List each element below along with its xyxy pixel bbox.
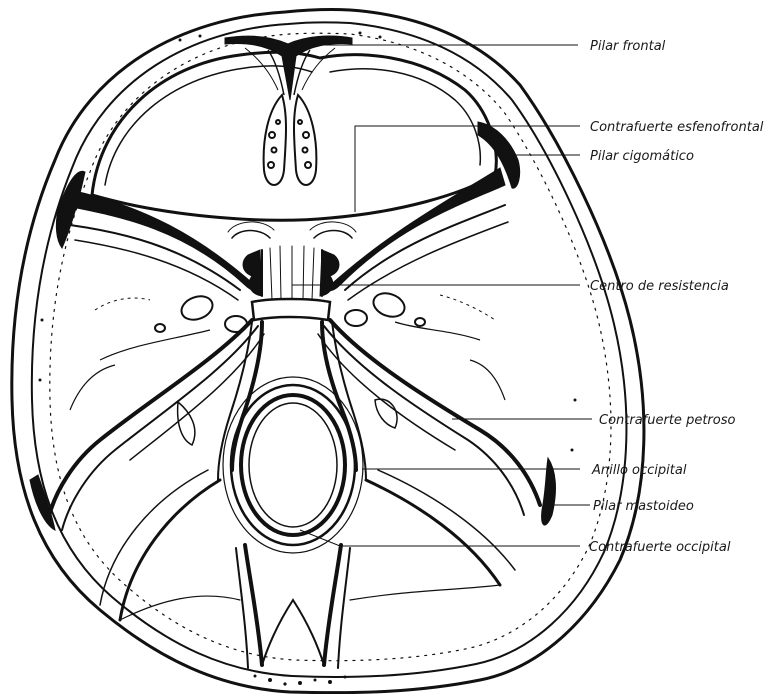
label-pilar-cigomatico: Pilar cigomático [590,149,694,164]
sella-turcica [228,222,356,320]
skull-outline [12,10,644,693]
label-contrafuerte-esfenofrontal: Contrafuerte esfenofrontal [590,120,764,135]
posterior-fossa [100,470,515,668]
label-contrafuerte-petroso: Contrafuerte petroso [599,413,735,428]
labels: Pilar frontal Contrafuerte esfenofrontal… [589,39,764,555]
foramen-magnum [223,377,363,553]
sphenoid-wings [62,168,508,300]
label-centro-resistencia: Centro de resistencia [590,279,729,294]
label-pilar-mastoideo: Pilar mastoideo [593,499,694,514]
cribriform-plates [264,95,317,185]
label-anillo-occipital: Anillo occipital [591,463,687,478]
label-pilar-frontal: Pilar frontal [590,39,666,54]
label-contrafuerte-occipital: Contrafuerte occipital [589,540,731,555]
